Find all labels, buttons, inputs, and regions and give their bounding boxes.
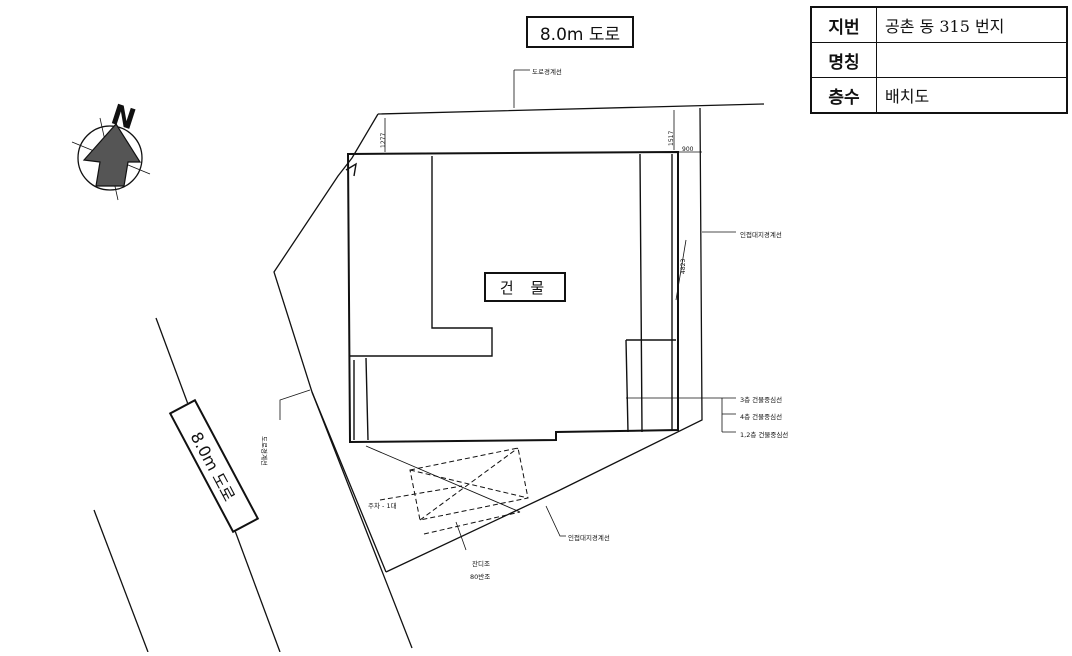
greenery-area-label: 80반조: [470, 573, 491, 581]
info-label-lot: 지번: [810, 6, 877, 43]
road-boundary-left-label: 도로경계선: [260, 436, 268, 466]
north-compass: N: [71, 98, 151, 201]
leader-greenery: [455, 521, 467, 551]
building-outline-notch: [625, 339, 676, 433]
leader-adjacent-bottom: [545, 505, 566, 537]
dim-label-2: 1517: [668, 130, 675, 146]
leader-floors: [626, 397, 736, 433]
floor12-line-label: 1,2층 건물중심선: [740, 431, 789, 439]
info-table: 지번 공촌 동 315 번지 명칭 층수 배치도: [810, 6, 1068, 114]
adjacent-boundary-right-label: 인접대지경계선: [740, 231, 782, 239]
info-row-name: 명칭: [810, 42, 1068, 78]
parking-diag-2: [419, 447, 519, 521]
dim-line-4: [675, 239, 687, 301]
info-value-floors: 배치도: [876, 77, 1068, 114]
floor4-line-label: 4층 건물중심선: [740, 413, 783, 421]
greenery-label: 잔디조: [472, 560, 490, 568]
leader-road-top: [513, 69, 530, 108]
info-label-name: 명칭: [810, 42, 877, 78]
left-road-edge-2: [93, 509, 149, 653]
info-value-lot: 공촌 동 315 번지: [876, 6, 1068, 43]
parking-lead-line: [365, 445, 521, 513]
parking-label: 주차 - 1대: [368, 502, 397, 510]
road-top-label: 8.0m 도로: [526, 16, 634, 48]
info-row-lot: 지번 공촌 동 315 번지: [810, 6, 1068, 43]
building-corner: [345, 162, 357, 177]
road-boundary-top-label: 도로경계선: [532, 68, 562, 76]
dim-label-1: 1277: [380, 132, 387, 148]
adjacent-boundary-right: [559, 107, 703, 491]
building-outline-12f: [350, 156, 493, 357]
greenery-area: [379, 485, 521, 535]
info-label-floors: 층수: [810, 77, 877, 114]
info-row-floors: 층수 배치도: [810, 77, 1068, 114]
north-letter: N: [107, 98, 139, 137]
building-outline-inner-right: [639, 153, 673, 433]
left-road-edge-3: [311, 391, 413, 649]
floor3-line-label: 3층 건물중심선: [740, 396, 783, 404]
leader-road-left: [279, 389, 311, 420]
dim-label-3: 900: [682, 146, 694, 153]
dim-label-4: 4823: [680, 258, 687, 274]
info-value-name: [876, 42, 1068, 78]
north-arrow-icon: [82, 123, 142, 187]
building-label: 건 물: [484, 272, 566, 302]
adjacent-boundary-bottom: [385, 489, 561, 573]
building-outline-left-inner: [353, 357, 369, 441]
adjacent-boundary-bottom-label: 인접대지경계선: [568, 534, 610, 542]
